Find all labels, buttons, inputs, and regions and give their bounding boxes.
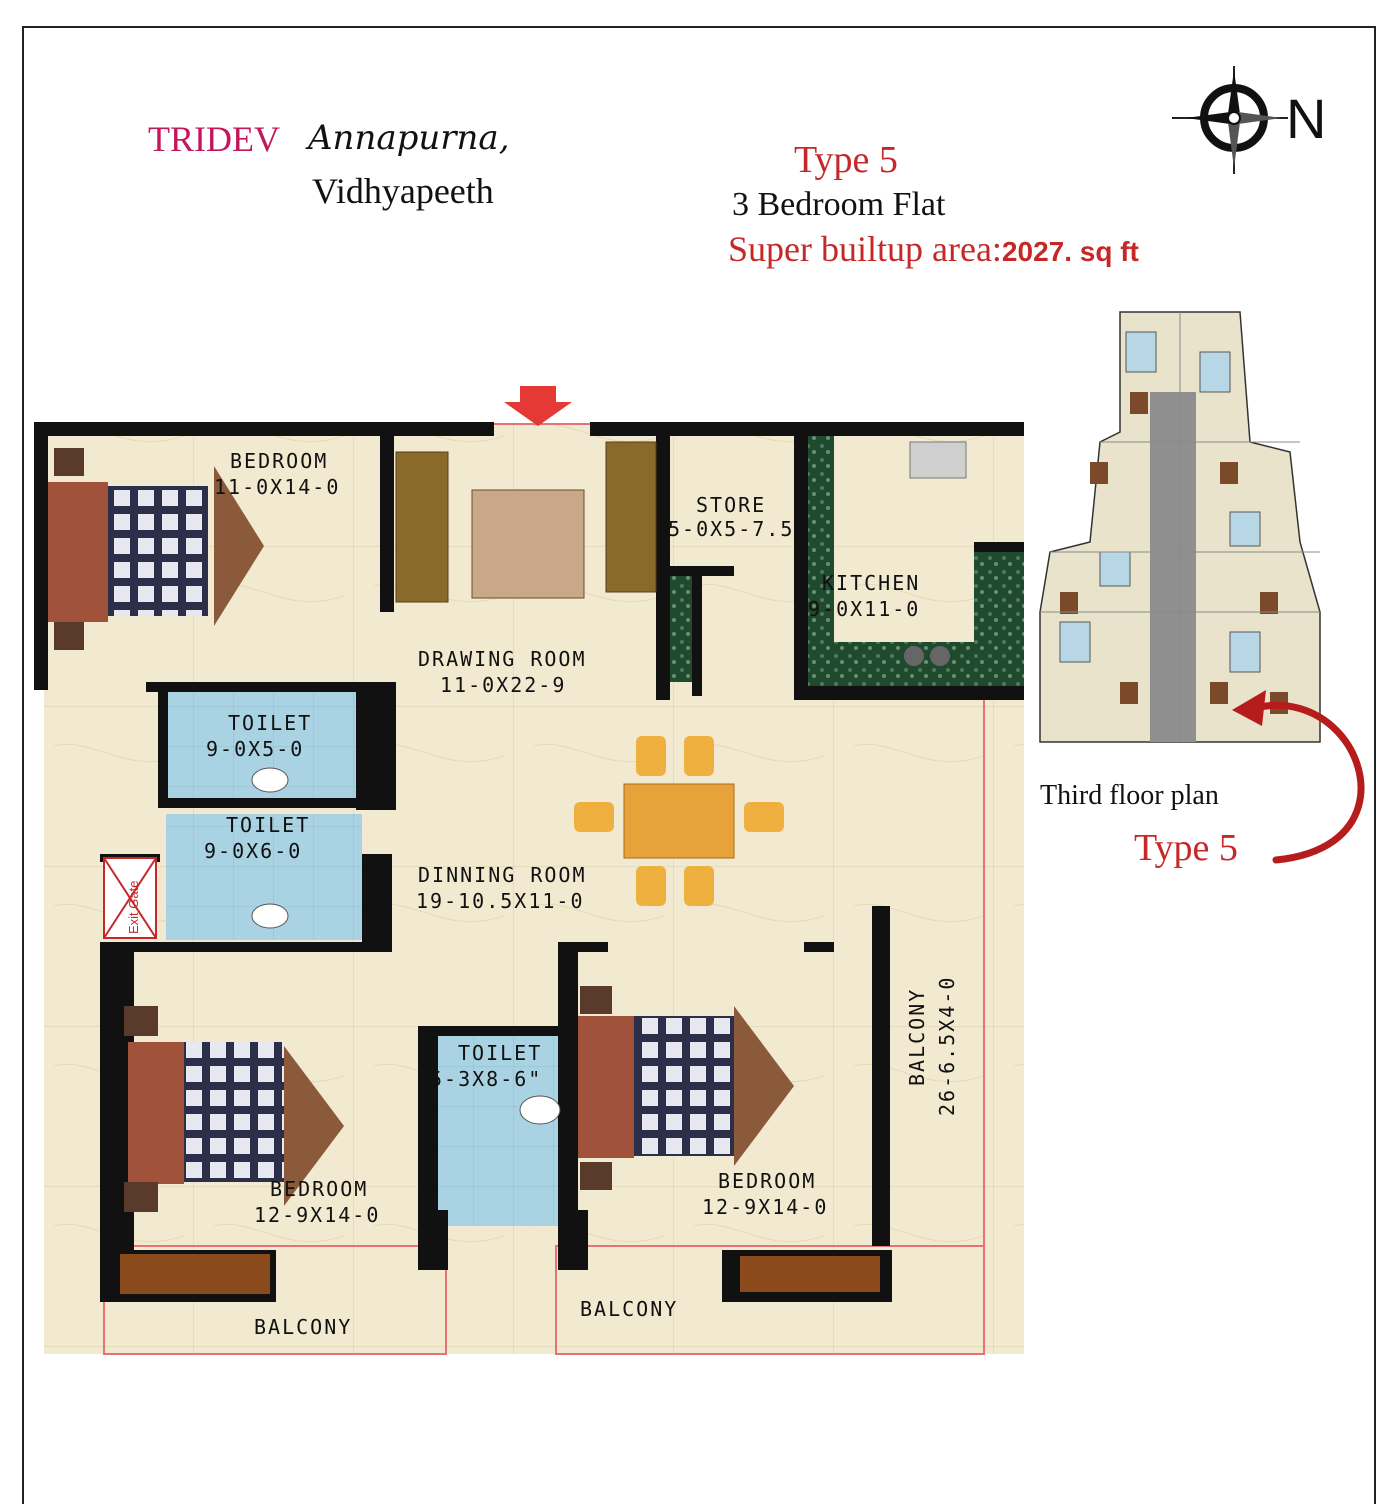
wc-icon [251,903,289,929]
room-name-bedroom-right: BEDROOM [718,1169,816,1193]
bed-icon [48,448,264,650]
room-dim-dining: 19-10.5X11-0 [416,889,585,913]
unit-type-title: Type 5 [794,139,898,181]
entry-arrow-icon [504,386,572,426]
room-name-bedroom-top: BEDROOM [230,449,328,473]
wc-icon [251,767,289,793]
room-name-dining: DINNING ROOM [418,863,587,887]
room-dim-bedroom-left: 12-9X14-0 [254,1203,380,1227]
room-dim-toilet-3: 5-3X8-6" [430,1067,542,1091]
room-dim-drawing: 11-0X22-9 [440,673,566,697]
page-frame [22,26,1376,1504]
exit-gate-label: Exit Gate [126,881,141,934]
rug-icon [471,489,585,599]
room-name-kitchen: KITCHEN [822,571,920,595]
curved-arrow-icon [1232,690,1365,864]
room-name-drawing: DRAWING ROOM [418,647,587,671]
room-name-balcony-left: BALCONY [254,1315,352,1339]
compass-north-letter: N [1286,87,1326,150]
floor-plan: Exit Gate BEDROOM [34,386,1024,1355]
room-dim-toilet-2: 9-0X6-0 [204,839,302,863]
area-value: 2027. sq ft [1001,236,1139,267]
wc-icon [519,1095,561,1125]
room-dim-store: 5-0X5-7.5 [668,517,794,541]
room-name-toilet-1: TOILET [228,711,312,735]
compass-rose-icon: N [1172,66,1326,174]
inset-type-label: Type 5 [1134,827,1238,869]
project-location: Vidhyapeeth [312,171,494,211]
room-name-balcony-right: BALCONY [580,1297,678,1321]
room-dim-toilet-1: 9-0X5-0 [206,737,304,761]
room-dim-balcony-side: 26-6.5X4-0 [935,976,959,1116]
sofa-icon [395,451,449,603]
sofa-icon [605,441,657,593]
dining-table-icon [574,736,784,906]
room-name-bedroom-left: BEDROOM [270,1177,368,1201]
room-name-toilet-2: TOILET [226,813,310,837]
bed-icon [124,1006,344,1212]
area-label: Super builtup area: [728,229,1002,269]
room-name-balcony-side: BALCONY [905,988,929,1086]
unit-config: 3 Bedroom Flat [732,186,946,223]
super-builtup-area: Super builtup area:2027. sq ft [728,228,1139,270]
inset-caption: Third floor plan [1040,780,1219,811]
room-name-toilet-3: TOILET [458,1041,542,1065]
room-dim-kitchen: 9-0X11-0 [808,597,920,621]
third-floor-key-plan [1039,311,1321,743]
brand-name: TRIDEV [148,119,280,159]
room-name-store: STORE [696,493,766,517]
project-name: Annapurna, [308,118,510,158]
room-dim-bedroom-right: 12-9X14-0 [702,1195,828,1219]
room-dim-bedroom-top: 11-0X14-0 [214,475,340,499]
bed-icon [578,986,794,1190]
